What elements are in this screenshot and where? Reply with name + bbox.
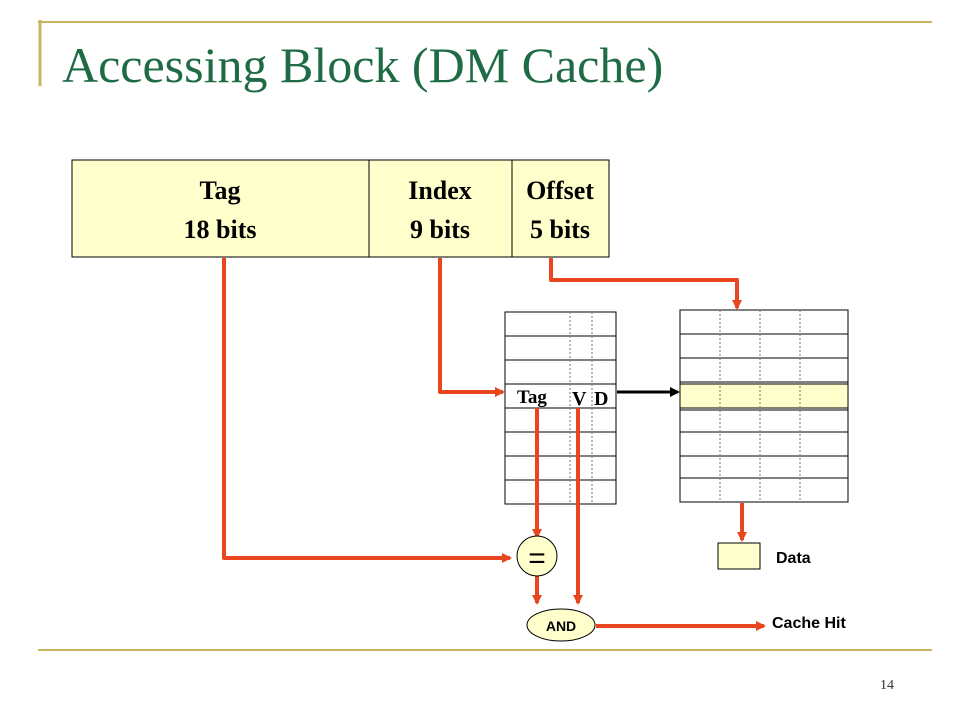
dirty-column-label: D bbox=[594, 388, 608, 410]
tag-column-label: Tag bbox=[517, 387, 547, 408]
selected-data-row bbox=[679, 383, 849, 409]
address-tag-bits: 18 bits bbox=[184, 215, 257, 244]
cache-hit-label: Cache Hit bbox=[772, 615, 846, 632]
offset-wire bbox=[549, 258, 742, 310]
tag-comparator bbox=[516, 535, 558, 577]
slide-title: Accessing Block (DM Cache) bbox=[62, 37, 664, 93]
and-gate bbox=[526, 608, 596, 642]
and-gate-label: AND bbox=[546, 618, 576, 634]
wires bbox=[222, 258, 766, 631]
data-array bbox=[679, 309, 849, 503]
page-number: 14 bbox=[880, 678, 894, 693]
data-output-box bbox=[717, 542, 761, 570]
address-offset-bits: 5 bits bbox=[530, 215, 590, 244]
index-wire bbox=[438, 258, 505, 397]
comparator-symbol: = bbox=[528, 542, 546, 575]
address-tag-name: Tag bbox=[200, 176, 241, 205]
address-index-bits: 9 bits bbox=[410, 215, 470, 244]
address-offset-name: Offset bbox=[526, 176, 594, 205]
valid-column-label: V bbox=[572, 388, 587, 410]
address-tag-field bbox=[71, 159, 370, 258]
address-offset-field bbox=[511, 159, 610, 258]
data-label: Data bbox=[776, 550, 811, 567]
address-index-name: Index bbox=[408, 176, 472, 205]
address-fields: Tag 18 bits Index 9 bits Offset 5 bits bbox=[71, 159, 610, 258]
slide-frame bbox=[38, 20, 932, 651]
tag-wire bbox=[222, 258, 512, 563]
tag-array: Tag V D bbox=[504, 311, 617, 505]
